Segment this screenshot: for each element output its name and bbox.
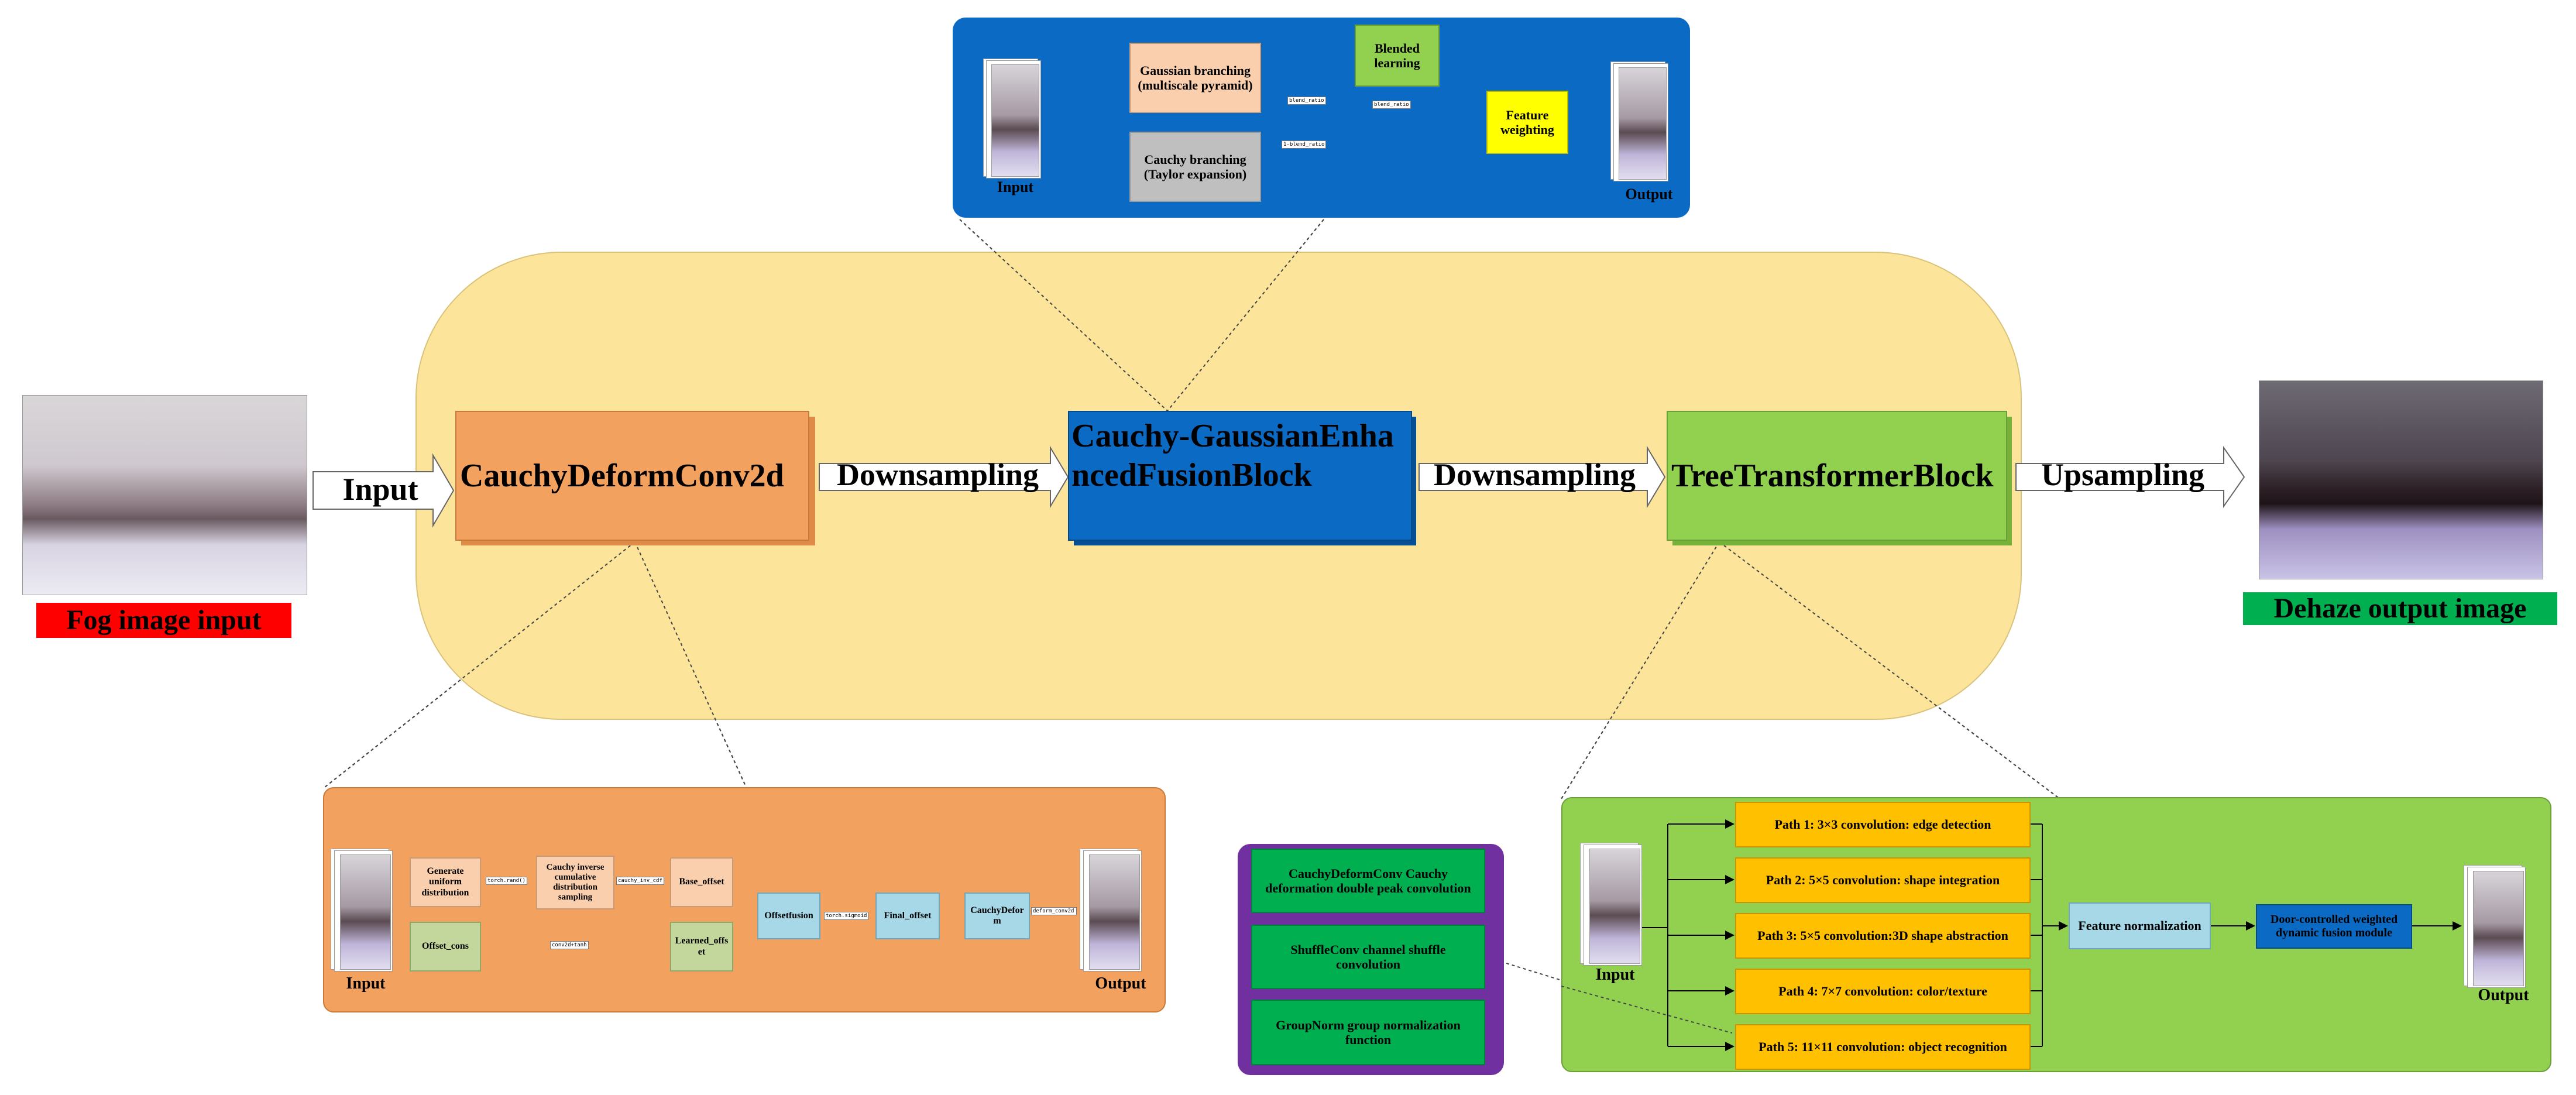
conv-stack-item-1: CauchyDeformConv Cauchy deformation doub…: [1251, 849, 1485, 913]
downsampling-label-1: Downsampling: [836, 457, 1039, 492]
tree-output-label: Output: [2478, 986, 2529, 1004]
input-arrow-label: Input: [342, 472, 418, 507]
base-offset-box: Base_offset: [670, 857, 733, 907]
fusion-output-label: Output: [1625, 186, 1673, 202]
deform-tag-3: conv2d+tanh: [550, 941, 589, 949]
fusion-output-stack: [1610, 61, 1669, 181]
feature-normalization-box: Feature normalization: [2069, 902, 2211, 949]
fusion-block-label: Cauchy-GaussianEnhancedFusionBlock: [1071, 418, 1394, 494]
path-3-box: Path 3: 5×5 convolution:3D shape abstrac…: [1735, 913, 2031, 959]
deform-input-stack: [331, 849, 395, 972]
feature-weighting-box: Feature weighting: [1486, 91, 1568, 154]
one-minus-blend-tag: 1-blend_ratio: [1282, 140, 1327, 149]
cauchy-branch-box: Cauchy branching (Taylor expansion): [1129, 132, 1261, 202]
upsampling-arrow-icon: [2015, 445, 2245, 509]
fusion-input-label: Input: [997, 179, 1034, 195]
deform-tag-5: deform_conv2d: [1031, 907, 1077, 915]
offset-fusion-box: Offsetfusion: [757, 893, 820, 939]
blend-ratio-tag-2: blend_ratio: [1372, 101, 1411, 109]
input-arrow-icon: [312, 453, 455, 528]
deform-input-label: Input: [346, 974, 386, 993]
path-1-box: Path 1: 3×3 convolution: edge detection: [1735, 802, 2031, 847]
conv-stack-item-3: GroupNorm group normalization function: [1251, 1000, 1485, 1065]
path-4-box: Path 4: 7×7 convolution: color/texture: [1735, 969, 2031, 1014]
tree-input-stack: [1580, 843, 1644, 966]
dehaze-output-label: Dehaze output image: [2243, 592, 2557, 625]
fusion-block: Cauchy-GaussianEnhancedFusionBlock: [1068, 411, 1412, 541]
path-2-box: Path 2: 5×5 convolution: shape integrati…: [1735, 857, 2031, 903]
offset-cons-box: Offset_cons: [410, 922, 481, 972]
conv-stack-item-2: ShuffleConv channel shuffle convolution: [1251, 925, 1485, 989]
downsampling-arrow-1-icon: [819, 445, 1069, 509]
downsampling-arrow-2-icon: [1418, 445, 1666, 509]
cauchy-deform-block: CauchyDeformConv2d: [455, 411, 809, 541]
fusion-input-stack: [983, 59, 1042, 179]
dehaze-output-image: [2259, 380, 2543, 579]
upsampling-label: Upsampling: [2041, 457, 2205, 492]
tree-input-label: Input: [1595, 966, 1635, 984]
blended-learning-box: Blended learning: [1355, 25, 1440, 87]
tree-block: TreeTransformerBlock: [1667, 411, 2007, 541]
final-offset-box: Final_offset: [875, 893, 940, 939]
fog-input-image: [22, 395, 307, 595]
tree-block-label: TreeTransformerBlock: [1671, 457, 1994, 494]
learned-offset-box: Learned_offset: [670, 922, 733, 972]
cauchy-deform-block-label: CauchyDeformConv2d: [460, 457, 784, 494]
blend-ratio-tag-1: blend_ratio: [1287, 97, 1326, 105]
tree-output-stack: [2464, 865, 2528, 988]
downsampling-label-2: Downsampling: [1433, 457, 1636, 492]
deform-output-stack: [1080, 849, 1144, 972]
fog-input-label: Fog image input: [36, 603, 291, 638]
deform-tag-4: torch.sigmoid: [824, 912, 869, 920]
deform-output-label: Output: [1095, 974, 1146, 993]
cauchy-inverse-box: Cauchy inverse cumulative distribution s…: [536, 856, 614, 909]
deform-tag-1: torch.rand(): [486, 877, 528, 885]
deform-tag-2: cauchy_inv_cdf: [616, 877, 664, 885]
path-5-box: Path 5: 11×11 convolution: object recogn…: [1735, 1024, 2031, 1070]
cauchy-deform-box: CauchyDeform: [964, 893, 1030, 939]
door-controlled-box: Door-controlled weighted dynamic fusion …: [2256, 904, 2412, 949]
gaussian-branch-box: Gaussian branching (multiscale pyramid): [1129, 43, 1261, 113]
generate-uniform-box: Generate uniform distribution: [410, 857, 481, 907]
